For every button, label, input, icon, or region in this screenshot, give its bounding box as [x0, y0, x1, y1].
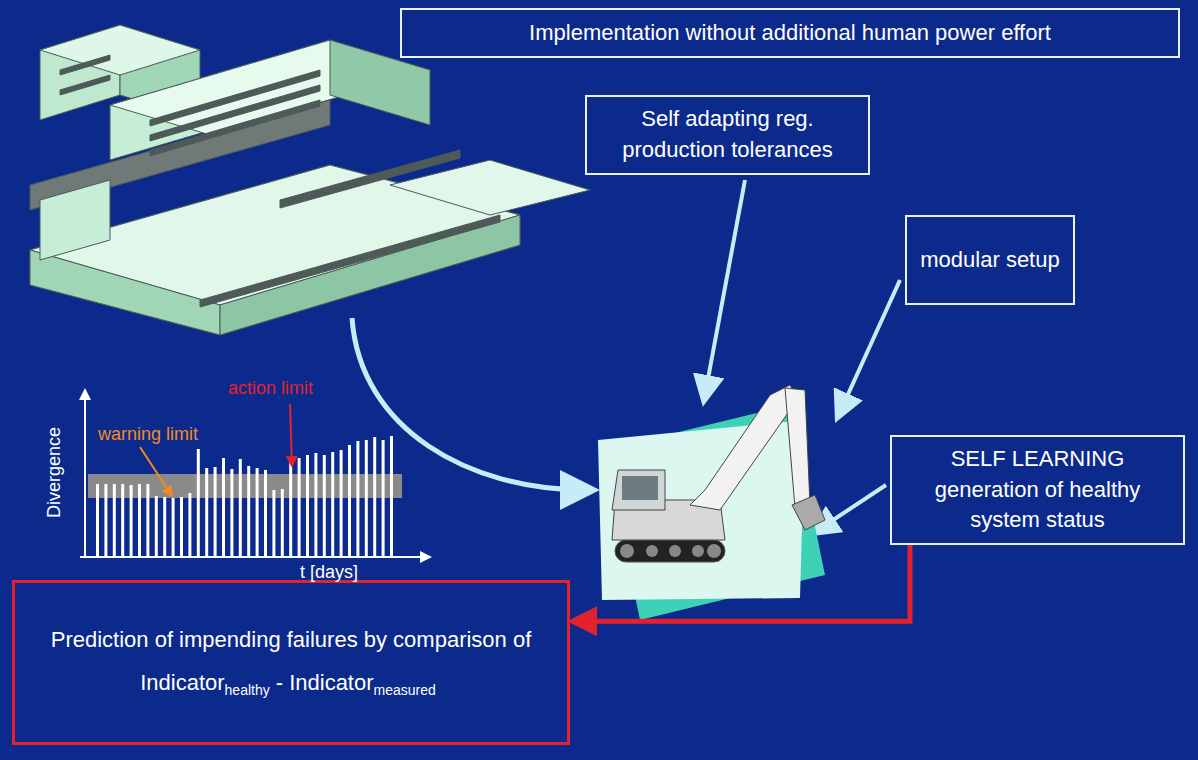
chart-bar [289, 461, 292, 556]
chart-bar [365, 440, 368, 556]
chart-bar [256, 468, 259, 556]
divergence-chart [79, 388, 432, 563]
chart-bar [230, 469, 233, 556]
excavator-icon [598, 385, 825, 620]
factory-building [30, 25, 590, 335]
chart-bar [323, 455, 326, 556]
chart-bar [306, 455, 309, 556]
pointer-arrow [818, 485, 886, 530]
feature-box: SELF LEARNING generation of healthy syst… [890, 435, 1185, 545]
chart-bar [130, 485, 133, 556]
header-box: Implementation without additional human … [400, 8, 1180, 58]
chart-bar [180, 497, 183, 556]
chart-bar [163, 497, 166, 556]
chart-bar [340, 450, 343, 556]
box-text: measured [374, 682, 436, 698]
chart-bar [214, 467, 217, 556]
chart-bar [239, 459, 242, 556]
box-text: Implementation without additional human … [529, 18, 1051, 49]
pointer-arrow [840, 280, 900, 412]
box-text: healthy [225, 682, 270, 698]
box-text: Indicator [140, 670, 224, 695]
box-text: SELF LEARNING generation of healthy syst… [902, 444, 1173, 536]
flow-arrow [352, 318, 585, 490]
text-row: Prediction of impending failures by comp… [51, 625, 532, 656]
chart-bar [104, 484, 107, 556]
chart-bar [348, 445, 351, 556]
chart-bar [146, 484, 149, 556]
box-text: Self adapting reg. production tolerances [597, 104, 858, 166]
axis-label: t [days] [300, 562, 358, 583]
chart-bar [205, 468, 208, 556]
chart-bar [247, 466, 250, 556]
chart-bar [356, 441, 359, 556]
chart-bar [331, 452, 334, 556]
chart-bar [373, 437, 376, 556]
box-text: - Indicator [276, 670, 374, 695]
pointer-arrow [705, 180, 745, 395]
chart-bar [281, 489, 284, 556]
chart-bar [264, 470, 267, 556]
chart-bar [272, 490, 275, 556]
chart-bar [121, 484, 124, 556]
chart-bar [382, 440, 385, 556]
chart-bar [197, 449, 200, 556]
chart-bar [172, 498, 175, 556]
chart-bar [113, 484, 116, 556]
chart-bar [390, 436, 393, 556]
limit-label: warning limit [98, 424, 198, 445]
limit-label: action limit [228, 378, 313, 399]
flow-connector [572, 545, 910, 621]
chart-bar [96, 484, 99, 556]
feature-box: modular setup [905, 215, 1075, 305]
chart-bar [298, 458, 301, 556]
chart-bar [138, 484, 141, 556]
box-text: modular setup [920, 245, 1059, 276]
text-row: Indicatorhealthy - Indicatormeasured [140, 668, 442, 701]
result-box: Prediction of impending failures by comp… [12, 580, 570, 745]
feature-box: Self adapting reg. production tolerances [585, 95, 870, 175]
axis-label: Divergence [44, 426, 65, 517]
chart-bar [222, 458, 225, 556]
box-text: Prediction of impending failures by comp… [51, 627, 532, 652]
chart-bar [188, 493, 191, 556]
chart-bar [314, 453, 317, 556]
chart-bar [155, 496, 158, 556]
